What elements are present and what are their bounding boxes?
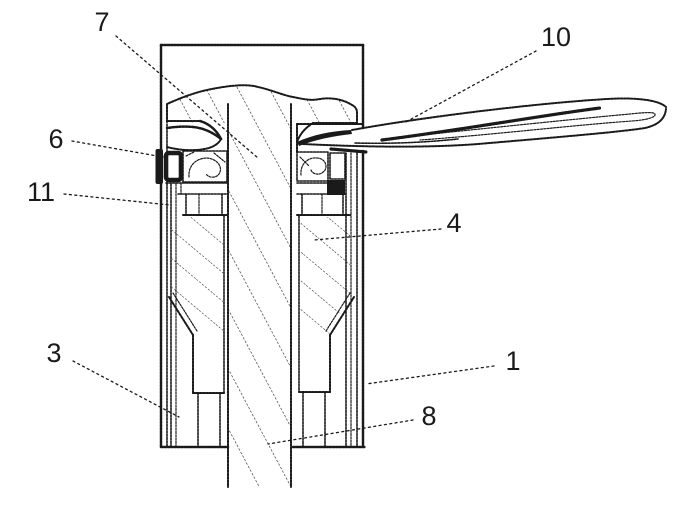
handle-lever [297,97,667,154]
gland-edge-below-handle [329,147,368,154]
leader-lines [63,35,537,445]
right-seal-block [327,180,345,195]
part-label-3: 3 [46,338,61,368]
left-gland-top-curve [166,138,222,152]
leader-line-10 [403,50,537,124]
handle-inner-loop-edge [411,112,656,141]
part-label-8: 8 [421,401,436,431]
handle-lower-stripe [354,138,459,145]
left-neck-lip-lower [165,125,223,141]
left-packing-box [182,150,228,183]
part-label-10: 10 [541,22,571,52]
handle-hub-wedge [297,130,352,146]
part-label-6: 6 [48,124,63,154]
right-packing-box [296,151,329,182]
leader-line-3 [72,360,180,418]
right-packing-swirl [300,157,327,176]
left-packing-tick-a [213,152,226,163]
left-taper-edge [168,296,194,336]
right-packing-tick [299,156,310,167]
leader-line-7 [115,35,259,159]
left-wall-seal-boss [155,149,163,184]
part-label-11: 11 [27,177,55,207]
leader-line-11 [63,193,171,206]
packing-gland [155,149,351,216]
seal-ring [163,150,184,183]
leader-line-1 [365,365,495,385]
left-packing-swirl [188,157,222,178]
right-taper-edge [329,296,355,336]
part-label-4: 4 [446,208,461,238]
handle-outer-top-edge [351,97,667,131]
right-neck-lip [296,122,314,143]
leader-line-4 [313,228,442,241]
leader-line-6 [71,140,164,158]
handle-outer-bottom-edge [302,108,667,148]
spindle-head-outline [166,84,358,124]
right-follower-box [329,152,346,180]
part-label-1: 1 [505,346,520,376]
handle-overlap-stripe [380,106,602,142]
part-label-7: 7 [94,7,109,37]
left-packing-tick-b [185,151,195,157]
part-labels: 7 10 6 11 4 3 1 8 [27,7,571,431]
